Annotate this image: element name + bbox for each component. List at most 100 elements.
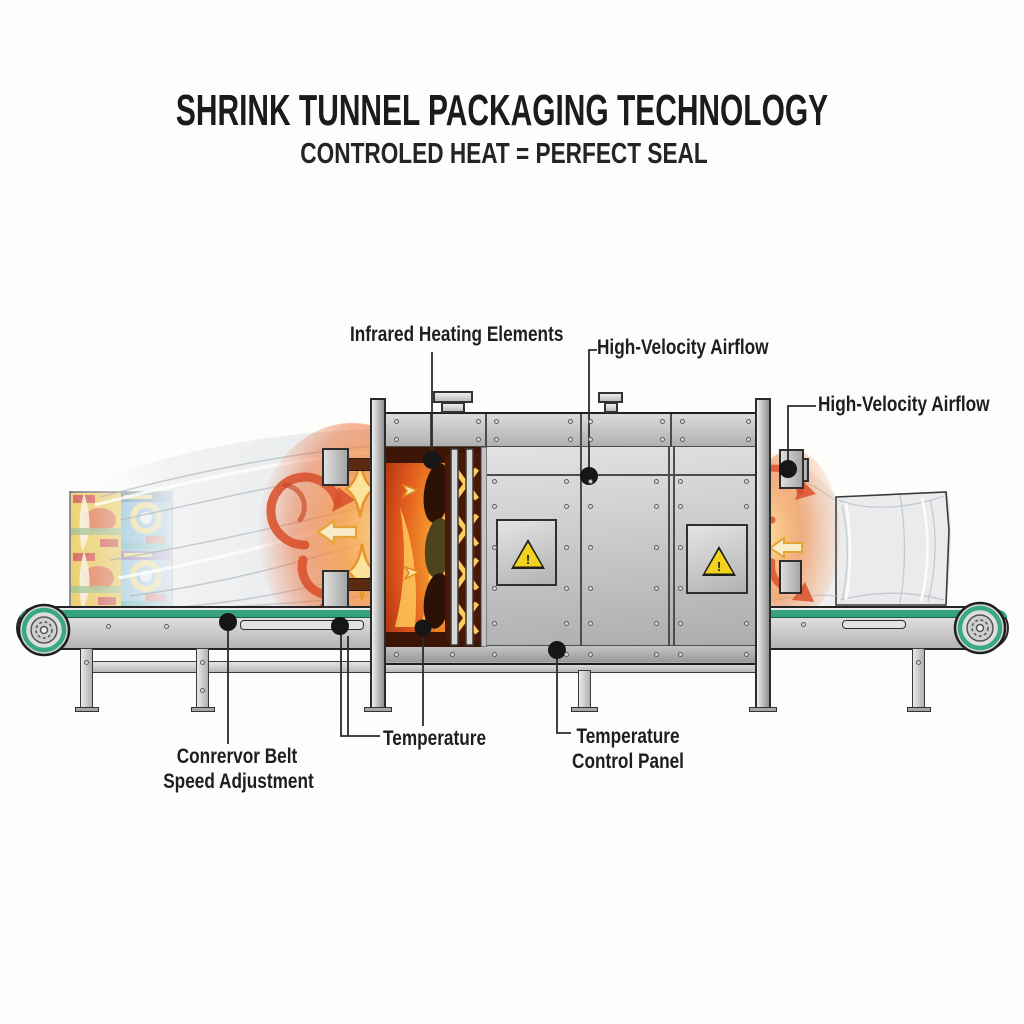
rivet — [677, 585, 683, 591]
panel-seam — [430, 414, 432, 447]
rivet — [491, 620, 497, 626]
roller-gear-icon — [35, 621, 53, 639]
rivet — [677, 478, 683, 484]
rivet — [587, 478, 593, 484]
rivet — [653, 544, 659, 550]
panel-seam — [580, 414, 582, 447]
frame-foot — [191, 707, 215, 712]
shrink-tunnel-body: ! ! — [385, 412, 757, 665]
rivet — [475, 436, 481, 442]
conveyor-roller-left — [17, 603, 71, 657]
rivet — [563, 503, 569, 509]
label-high-velocity-airflow-entry: High-Velocity Airflow — [597, 336, 769, 359]
page-subtitle: CONTROLED HEAT = PERFECT SEAL — [300, 138, 708, 170]
rivet — [743, 478, 749, 484]
page-title: SHRINK TUNNEL PACKAGING TECHNOLOGY — [175, 86, 829, 135]
rivet — [743, 503, 749, 509]
rivet — [563, 585, 569, 591]
roller-gear-icon — [971, 619, 989, 637]
rivet — [677, 503, 683, 509]
frame-foot — [364, 707, 392, 712]
rivet — [491, 651, 497, 657]
label-temperature-control-panel: Temperature Control Panel — [572, 725, 684, 773]
rivet — [587, 620, 593, 626]
heating-chamber-cutaway — [385, 447, 487, 647]
rivet — [493, 436, 499, 442]
panel-seam — [670, 414, 672, 447]
element-rack-bars — [450, 447, 487, 647]
rivet — [491, 585, 497, 591]
rivet — [677, 651, 683, 657]
rivet — [679, 436, 685, 442]
rivet — [563, 544, 569, 550]
access-panel-left[interactable]: ! — [496, 519, 557, 586]
rivet — [745, 436, 751, 442]
label-temperature: Temperature — [383, 727, 487, 750]
wrapped-package — [835, 491, 950, 606]
rivet — [587, 418, 593, 424]
airflow-nozzle-top — [322, 448, 349, 486]
rivet — [567, 418, 573, 424]
rivet — [587, 503, 593, 509]
rivet — [659, 436, 665, 442]
rivet — [163, 623, 169, 629]
belt-speed-slider[interactable] — [240, 620, 364, 630]
panel-seam — [580, 447, 582, 645]
rivet — [653, 478, 659, 484]
conveyor-belt-left — [16, 603, 380, 657]
rivet — [83, 659, 89, 665]
rivet — [653, 651, 659, 657]
heating-coils — [423, 463, 452, 629]
rivet — [653, 503, 659, 509]
label-high-velocity-airflow-exit: High-Velocity Airflow — [818, 393, 990, 416]
rivet — [743, 620, 749, 626]
rivet — [677, 620, 683, 626]
conveyor-belt-right — [757, 601, 1009, 655]
conveyor-roller-right — [953, 601, 1007, 655]
frame-foot — [749, 707, 777, 712]
rivet — [563, 620, 569, 626]
exhaust-vent-neck — [441, 402, 465, 413]
rivet — [587, 651, 593, 657]
belt-guide-slot — [842, 620, 906, 629]
rivet — [393, 651, 399, 657]
panel-seam — [487, 474, 757, 476]
rivet — [567, 436, 573, 442]
panel-seam — [485, 414, 487, 447]
rivet — [679, 418, 685, 424]
rivet — [563, 478, 569, 484]
rivet — [563, 651, 569, 657]
rivet — [449, 651, 455, 657]
rivet — [677, 544, 683, 550]
rivet — [743, 651, 749, 657]
rivet — [491, 478, 497, 484]
airflow-nozzle-bottom — [322, 570, 349, 608]
rivet — [587, 544, 593, 550]
tunnel-bottom-band — [385, 645, 757, 662]
rivet — [393, 436, 399, 442]
frame-foot — [907, 707, 931, 712]
rivet — [491, 503, 497, 509]
rivet — [659, 418, 665, 424]
exit-blower-bottom — [779, 560, 802, 594]
access-panel-right[interactable]: ! — [686, 524, 748, 594]
rivet — [587, 436, 593, 442]
panel-seam — [668, 447, 670, 645]
frame-foot — [571, 707, 598, 712]
rivet — [587, 585, 593, 591]
rivet — [745, 418, 751, 424]
rivet — [199, 687, 205, 693]
rivet — [915, 659, 921, 665]
rivet — [653, 585, 659, 591]
callout-anchor-dots — [219, 451, 797, 659]
rivet — [800, 621, 806, 627]
belt-surface-stripe — [761, 610, 1007, 618]
rivet — [653, 620, 659, 626]
rivet — [105, 623, 111, 629]
label-infrared-heating-elements: Infrared Heating Elements — [350, 323, 564, 346]
exhaust-vent-neck — [604, 402, 618, 413]
panel-seam — [673, 447, 675, 645]
frame-foot — [75, 707, 99, 712]
rivet — [199, 659, 205, 665]
